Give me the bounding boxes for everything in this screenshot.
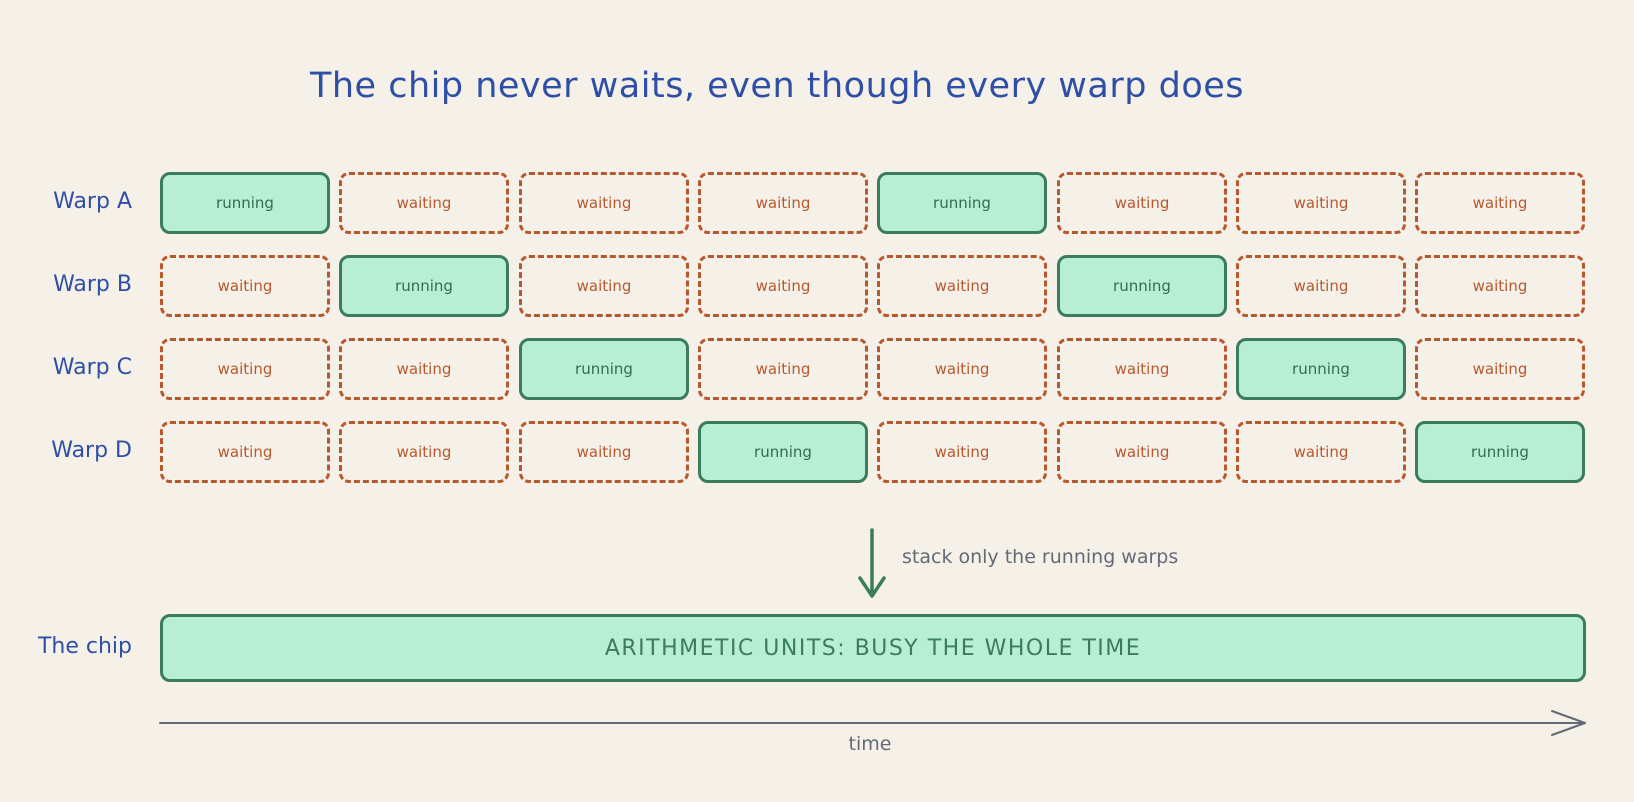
waiting-cell: waiting [1057,338,1227,400]
waiting-cell: waiting [1415,338,1585,400]
waiting-cell: waiting [1415,255,1585,317]
chip-bar-text: ARITHMETIC UNITS: BUSY THE WHOLE TIME [604,635,1142,661]
waiting-cell: waiting [698,172,868,234]
running-cell: running [519,338,689,400]
waiting-cell: waiting [519,421,689,483]
waiting-cell: waiting [339,172,509,234]
running-cell: running [877,172,1047,234]
waiting-cell: waiting [877,255,1047,317]
waiting-cell: waiting [1057,421,1227,483]
running-cell: running [160,172,330,234]
waiting-cell: waiting [877,421,1047,483]
waiting-cell: waiting [1236,421,1406,483]
running-cell: running [339,255,509,317]
waiting-cell: waiting [160,255,330,317]
time-axis-label: time [848,733,892,755]
running-cell: running [1057,255,1227,317]
waiting-cell: waiting [1415,172,1585,234]
warp-row-label: Warp D [51,438,132,463]
waiting-cell: waiting [339,338,509,400]
waiting-cell: waiting [1236,255,1406,317]
waiting-cell: waiting [698,255,868,317]
waiting-cell: waiting [1236,172,1406,234]
warp-row-label: Warp C [52,355,132,380]
warp-row-label: Warp B [53,272,132,297]
chip-arithmetic-bar: ARITHMETIC UNITS: BUSY THE WHOLE TIME [160,614,1586,682]
warp-row-label: Warp A [53,189,132,214]
time-axis-arrow-icon [159,710,1586,736]
chip-row-label: The chip [37,634,132,659]
waiting-cell: waiting [698,338,868,400]
waiting-cell: waiting [160,421,330,483]
waiting-cell: waiting [1057,172,1227,234]
waiting-cell: waiting [519,172,689,234]
down-arrow-icon [858,528,886,598]
waiting-cell: waiting [339,421,509,483]
waiting-cell: waiting [160,338,330,400]
waiting-cell: waiting [877,338,1047,400]
diagram-title: The chip never waits, even though every … [309,66,1245,106]
running-cell: running [1236,338,1406,400]
running-cell: running [1415,421,1585,483]
running-cell: running [698,421,868,483]
waiting-cell: waiting [519,255,689,317]
arrow-note: stack only the running warps [902,546,1179,568]
